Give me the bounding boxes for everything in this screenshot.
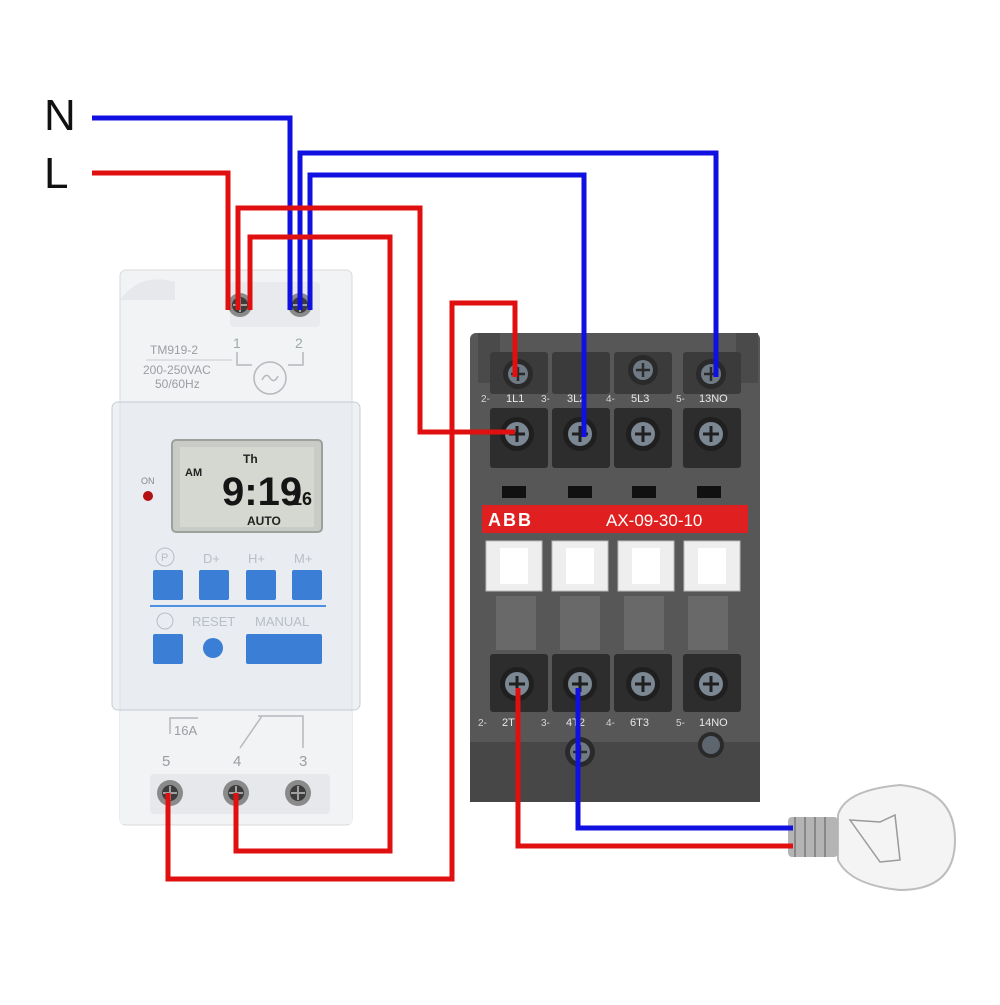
on-led-indicator	[143, 491, 153, 501]
top-prefix-4: 5-	[676, 394, 685, 405]
timer-voltage: 200-250VAC	[143, 363, 211, 377]
p-button-icon	[155, 547, 175, 567]
terminal-3-label: 3	[299, 753, 307, 770]
wire-neutral-supply	[92, 115, 293, 310]
p-button-label: P	[161, 552, 168, 564]
d-plus-button[interactable]	[199, 570, 229, 600]
abb-brand-band	[482, 505, 748, 533]
top-label-1L1: 1L1	[506, 393, 524, 405]
wires	[92, 115, 793, 882]
test-slot-1	[502, 486, 526, 498]
top-screw-3[interactable]	[626, 417, 660, 451]
m-plus-button[interactable]	[292, 570, 322, 600]
timer-frequency: 50/60Hz	[155, 377, 200, 391]
relay-symbol-left	[169, 717, 198, 734]
bottom-prefix-2: 3-	[541, 718, 550, 729]
bulb-filament	[848, 813, 901, 863]
lower-rib-3	[624, 596, 664, 650]
bottom-screw-3[interactable]	[626, 667, 660, 701]
actuator-2-face	[566, 548, 594, 584]
wire-terminal-5-to-coil	[165, 300, 518, 882]
lcd-day: Th	[243, 452, 258, 466]
lcd-time: 9:19	[222, 470, 302, 514]
lcd-mode: AUTO	[247, 514, 281, 528]
contactor-model: AX-09-30-10	[606, 511, 702, 530]
bottom-prefix-3: 4-	[606, 718, 615, 729]
line-label: L	[44, 149, 69, 198]
terminal-screw-3[interactable]	[285, 780, 311, 806]
wire-neutral-to-13NO	[297, 150, 719, 377]
light-bulb-icon	[788, 783, 957, 892]
bottom-screw-4[interactable]	[694, 667, 728, 701]
terminal-1-label: 1	[233, 335, 241, 351]
timer-lcd-glass	[180, 447, 314, 527]
wire-neutral-to-3L2	[307, 172, 587, 437]
bottom-label-14NO: 14NO	[699, 717, 728, 729]
top-label-13NO: 13NO	[699, 393, 728, 405]
top-screw-4[interactable]	[694, 417, 728, 451]
timer-switch: 1 2 TM919-2 200-250VAC 50/60Hz AM Th 9:1…	[111, 269, 361, 826]
bottom-label-6T3: 6T3	[630, 717, 649, 729]
m-plus-label: M+	[294, 551, 312, 566]
wire-live-to-terminal-4	[233, 234, 393, 854]
terminal-2-label: 2	[295, 335, 303, 351]
h-plus-label: H+	[248, 551, 265, 566]
bottom-screw-1[interactable]	[500, 667, 534, 701]
top-screw-1[interactable]	[500, 417, 534, 451]
bottom-label-4T2: 4T2	[566, 717, 585, 729]
top-label-5L3: 5L3	[631, 393, 649, 405]
timer-model: TM919-2	[150, 343, 198, 357]
clock-button-icon	[156, 612, 174, 630]
actuator-3-face	[632, 548, 660, 584]
contactor: 2- 1L1 3- 3L2 4- 5L3 5- 13NO ABB AX-09-3…	[470, 333, 760, 802]
bottom-rear-screw-4[interactable]	[698, 732, 724, 758]
terminal-4-label: 4	[233, 753, 241, 770]
relay-rating: 16A	[174, 723, 197, 738]
test-slot-3	[632, 486, 656, 498]
actuator-4-face	[698, 548, 726, 584]
clock-button[interactable]	[153, 634, 183, 664]
d-plus-label: D+	[203, 551, 220, 566]
coil-symbol-icon	[236, 352, 304, 395]
top-prefix-3: 4-	[606, 394, 615, 405]
timer-ear	[120, 279, 175, 300]
contactor-ear-right	[736, 333, 758, 383]
bulb-glass	[837, 783, 957, 892]
wire-2T1-to-bulb	[515, 688, 793, 849]
manual-button[interactable]	[246, 634, 322, 664]
h-plus-button[interactable]	[246, 570, 276, 600]
top-label-3L2: 3L2	[567, 393, 585, 405]
top-rear-screw-1[interactable]	[503, 359, 533, 389]
lcd-seconds: 16	[292, 489, 312, 509]
top-rear-screw-3[interactable]	[628, 355, 658, 385]
reset-button[interactable]	[203, 638, 223, 658]
neutral-label: N	[44, 91, 76, 140]
lower-rib-4	[688, 596, 728, 650]
top-recess-2	[552, 352, 610, 394]
relay-switch-symbol-icon	[239, 715, 304, 749]
bottom-prefix-4: 5-	[676, 718, 685, 729]
terminal-5-label: 5	[162, 753, 170, 770]
top-prefix-2: 3-	[541, 394, 550, 405]
actuator-1-face	[500, 548, 528, 584]
contactor-brand: ABB	[488, 510, 533, 530]
bulb-thread	[794, 817, 826, 857]
lower-rib-2	[560, 596, 600, 650]
reset-label: RESET	[192, 614, 235, 629]
bottom-prefix-1: 2-	[478, 718, 487, 729]
wire-live-supply	[92, 170, 231, 310]
test-slot-4	[697, 486, 721, 498]
lower-rib-1	[496, 596, 536, 650]
lcd-ampm: AM	[185, 467, 202, 479]
manual-label: MANUAL	[255, 614, 309, 629]
wire-4T2-to-bulb	[575, 688, 793, 831]
top-rear-screw-4[interactable]	[696, 359, 726, 389]
on-led-label: ON	[141, 476, 155, 486]
p-button[interactable]	[153, 570, 183, 600]
top-prefix-1: 2-	[481, 394, 490, 405]
test-slot-2	[568, 486, 592, 498]
top-screw-2[interactable]	[563, 417, 597, 451]
